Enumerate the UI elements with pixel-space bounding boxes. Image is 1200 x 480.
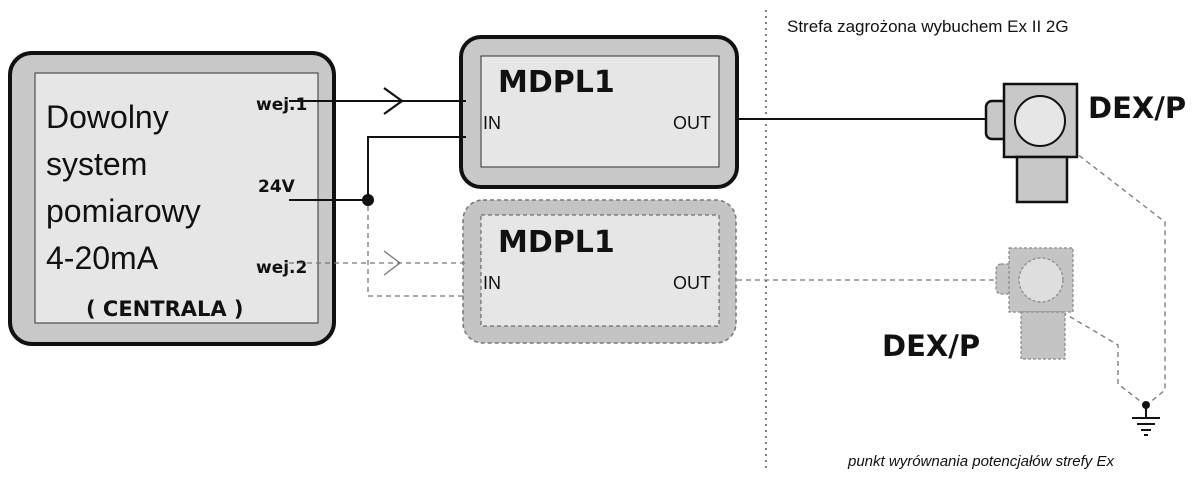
mdpl1-optional-in-label: IN [483,273,501,293]
mdpl1-main-out-label: OUT [673,113,711,133]
mdpl1-main-in-label: IN [483,113,501,133]
mdpl1-main-title: MDPL1 [498,65,615,100]
mdpl1-optional-out-label: OUT [673,273,711,293]
central-subtitle: ( CENTRALA ) [86,297,244,321]
port-label-in2: wej.2 [256,258,307,278]
central-line-3: pomiarowy [46,193,201,229]
central-line-4: 4-20mA [46,240,159,276]
central-line-2: system [46,146,147,182]
dex-p-main-sensor [984,82,1079,204]
mdpl1-optional-title: MDPL1 [498,225,615,260]
central-line-1: Dowolny [46,99,169,135]
ground-icon [1132,401,1160,436]
wiring-junction-dot [362,194,374,206]
mdpl1-optional-box: MDPL1 IN OUT [462,199,737,344]
port-label-in1: wej.1 [256,95,307,115]
port-label-24v: 24V [258,177,296,197]
ex-zone-title: Strefa zagrożona wybuchem Ex II 2G [787,17,1069,36]
signal-arrow-in2 [383,250,402,276]
dex-p-optional-label: DEX/P [882,329,980,363]
central-unit: Dowolny system pomiarowy 4-20mA ( CENTRA… [8,51,336,346]
equipotential-note: punkt wyrównania potencjałów strefy Ex [847,453,1114,470]
dex-p-optional-sensor [995,247,1074,360]
mdpl1-main-box: MDPL1 IN OUT [459,35,739,189]
dex-p-main-label: DEX/P [1088,91,1186,125]
solid-wiring [289,87,1000,201]
dashed-wiring [289,149,1166,405]
signal-arrow-in1 [383,87,404,115]
